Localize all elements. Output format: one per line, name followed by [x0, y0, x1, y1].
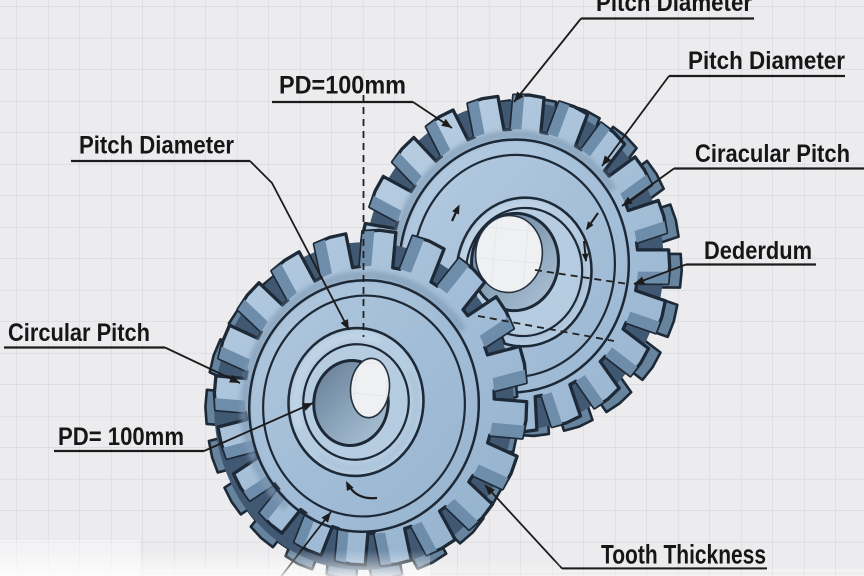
svg-text:Circular Pitch: Circular Pitch [8, 319, 150, 347]
svg-text:Dederdum: Dederdum [704, 237, 812, 265]
svg-text:Pitch Diameter: Pitch Diameter [596, 0, 752, 17]
svg-text:PD= 100mm: PD= 100mm [58, 423, 184, 451]
svg-text:Tooth Thickness: Tooth Thickness [601, 540, 766, 570]
svg-text:Ciracular Pitch: Ciracular Pitch [695, 140, 850, 168]
svg-text:Pitch Diameter: Pitch Diameter [79, 132, 234, 160]
svg-text:PD=100mm: PD=100mm [279, 72, 406, 100]
svg-text:Pitch Diameter: Pitch Diameter [688, 47, 845, 75]
